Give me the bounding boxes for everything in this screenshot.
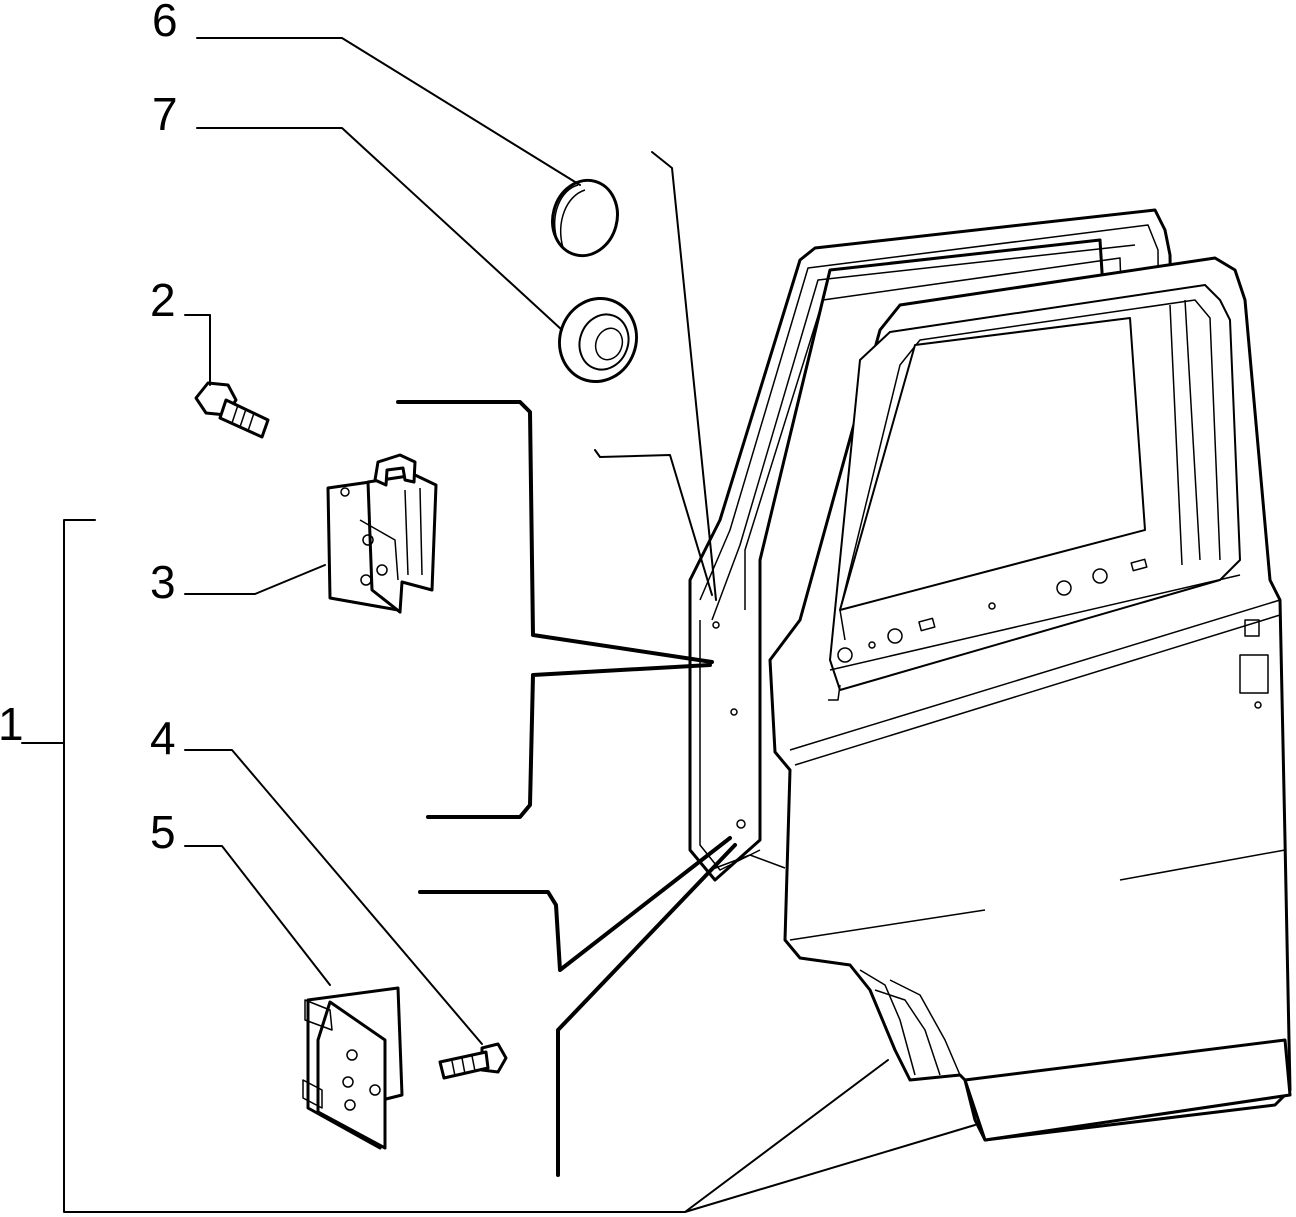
leader-lines	[21, 37, 976, 1213]
plug-cap	[551, 178, 619, 258]
callout-labels: 1 2 3 4 5 6 7	[0, 0, 178, 858]
callout-1: 1	[0, 698, 24, 750]
callout-6: 6	[152, 0, 178, 46]
bolt-lower	[438, 1042, 508, 1080]
upper-hinge	[326, 453, 438, 614]
callout-7: 7	[152, 88, 178, 140]
reference-brackets	[396, 400, 737, 1177]
grommet	[558, 296, 638, 384]
callout-3: 3	[150, 556, 176, 608]
callout-2: 2	[150, 274, 176, 326]
door-shell	[688, 208, 1292, 1142]
bolt-upper	[194, 381, 270, 439]
lower-hinge	[302, 986, 404, 1150]
callout-4: 4	[150, 712, 176, 764]
callout-5: 5	[150, 806, 176, 858]
